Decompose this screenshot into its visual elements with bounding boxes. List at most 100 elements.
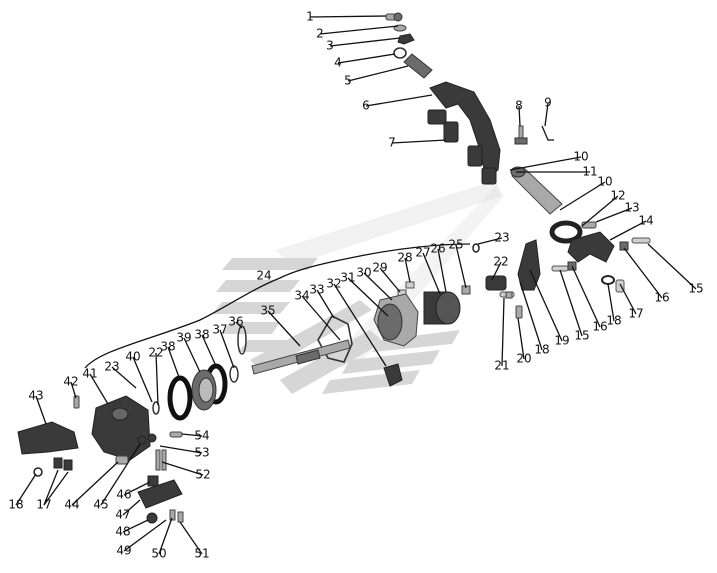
callout-40: 40 bbox=[125, 350, 140, 364]
callout-28: 28 bbox=[397, 251, 412, 265]
callout-5: 5 bbox=[344, 74, 352, 88]
leader-line-22 bbox=[155, 352, 159, 406]
callout-8: 8 bbox=[515, 99, 523, 113]
callout-10: 10 bbox=[573, 150, 588, 164]
part-42-pin bbox=[73, 395, 80, 409]
callout-27: 27 bbox=[415, 246, 430, 260]
leader-line-14 bbox=[609, 220, 647, 241]
part-18-ring-left bbox=[33, 467, 43, 477]
leader-line-43 bbox=[35, 395, 47, 425]
callout-38: 38 bbox=[160, 340, 175, 354]
leader-line-17 bbox=[43, 469, 59, 506]
callout-48: 48 bbox=[115, 525, 130, 539]
callout-31: 31 bbox=[340, 271, 355, 285]
leader-line-10 bbox=[559, 181, 606, 211]
callout-11: 11 bbox=[582, 165, 597, 179]
callout-13: 13 bbox=[624, 201, 639, 215]
part-15-bolt-right bbox=[631, 237, 651, 244]
callout-15: 15 bbox=[688, 282, 703, 296]
callout-2: 2 bbox=[316, 27, 324, 41]
callout-4: 4 bbox=[334, 56, 342, 70]
callout-18: 18 bbox=[8, 498, 23, 512]
callout-34: 34 bbox=[294, 289, 309, 303]
part-45-bolts bbox=[137, 433, 157, 445]
part-35-shaft bbox=[251, 339, 351, 375]
leader-line-20 bbox=[517, 317, 525, 360]
callout-20: 20 bbox=[516, 352, 531, 366]
part-39-bearing bbox=[191, 369, 217, 411]
callout-16: 16 bbox=[592, 320, 607, 334]
callout-16: 16 bbox=[654, 291, 669, 305]
leader-line-54 bbox=[181, 433, 203, 437]
leader-line-22 bbox=[491, 261, 502, 281]
part-43-lever bbox=[17, 421, 79, 455]
part-8-screw bbox=[514, 125, 528, 145]
part-36-ring bbox=[237, 325, 247, 355]
leader-line-18 bbox=[607, 283, 615, 322]
part-28-nut bbox=[405, 281, 415, 289]
leader-line-27 bbox=[422, 252, 441, 295]
part-11-shaft bbox=[510, 166, 563, 215]
part-46-nut bbox=[147, 475, 159, 487]
leader-line-36 bbox=[235, 321, 243, 329]
part-22-clip-right bbox=[485, 275, 507, 291]
part-48-nut bbox=[146, 512, 158, 524]
callout-53: 53 bbox=[194, 446, 209, 460]
leader-line-48 bbox=[122, 519, 149, 533]
leader-line-29 bbox=[379, 267, 401, 293]
leader-line-44 bbox=[71, 461, 119, 506]
part-7-block bbox=[443, 121, 459, 143]
leader-line-32 bbox=[333, 283, 387, 367]
leader-line-23 bbox=[111, 366, 137, 389]
leader-line-4 bbox=[337, 53, 396, 64]
leader-line-53 bbox=[159, 445, 203, 454]
callout-45: 45 bbox=[93, 498, 108, 512]
leader-line-50 bbox=[158, 517, 173, 555]
callout-17: 17 bbox=[36, 498, 51, 512]
part-41-gearbox bbox=[91, 395, 151, 461]
callout-43: 43 bbox=[28, 389, 43, 403]
part-27-bushing bbox=[423, 291, 461, 325]
leader-line-25 bbox=[455, 244, 467, 289]
leader-line-16 bbox=[623, 247, 663, 299]
callout-21: 21 bbox=[494, 359, 509, 373]
leader-line-19 bbox=[529, 269, 563, 342]
part-12-seal bbox=[549, 220, 583, 244]
part-3-nut bbox=[397, 33, 415, 45]
callout-30: 30 bbox=[356, 266, 371, 280]
part-40-ring bbox=[152, 401, 160, 415]
callout-42: 42 bbox=[63, 375, 78, 389]
leader-line-18 bbox=[15, 473, 37, 506]
leader-line-28 bbox=[404, 257, 411, 283]
part-6-lever bbox=[427, 81, 501, 185]
callout-18: 18 bbox=[606, 314, 621, 328]
callout-32: 32 bbox=[326, 277, 341, 291]
part-50-51-screws bbox=[169, 509, 184, 523]
group-bracket-24 bbox=[84, 243, 471, 369]
callout-38: 38 bbox=[194, 328, 209, 342]
part-31-housing bbox=[373, 293, 419, 347]
part-17-pins-left bbox=[53, 457, 73, 471]
part-1-bolt bbox=[385, 12, 403, 22]
callout-23: 23 bbox=[494, 231, 509, 245]
callout-18: 18 bbox=[534, 343, 549, 357]
leader-line-41 bbox=[89, 373, 109, 405]
leader-line-23 bbox=[477, 237, 503, 245]
callout-9: 9 bbox=[544, 96, 552, 110]
leader-line-30 bbox=[363, 272, 393, 301]
callout-46: 46 bbox=[116, 488, 131, 502]
part-14-bracket bbox=[567, 231, 615, 263]
callout-33: 33 bbox=[309, 283, 324, 297]
leader-line-6 bbox=[365, 94, 433, 107]
leader-line-13 bbox=[595, 207, 633, 223]
leader-line-18 bbox=[519, 281, 543, 351]
callout-37: 37 bbox=[212, 323, 227, 337]
callout-54: 54 bbox=[194, 429, 209, 443]
leader-line-46 bbox=[123, 481, 151, 496]
leader-line-31 bbox=[347, 277, 389, 317]
callout-22: 22 bbox=[148, 346, 163, 360]
part-38-seal-left bbox=[167, 375, 193, 421]
leader-line-17-b bbox=[43, 471, 69, 506]
